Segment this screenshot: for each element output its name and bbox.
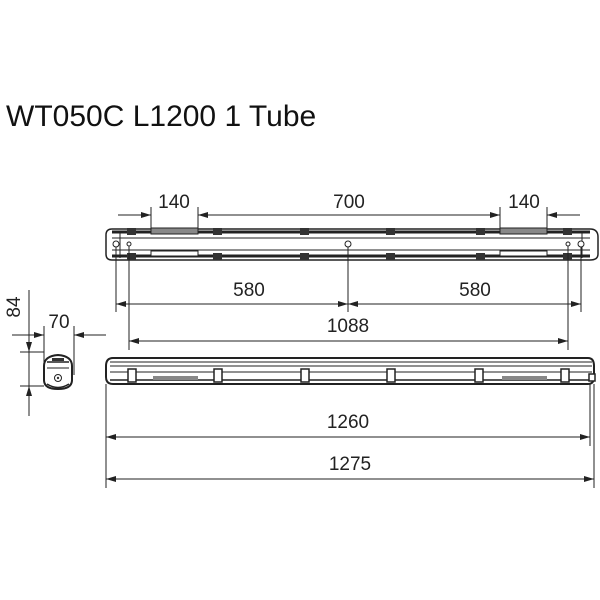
top-dimension-lines	[118, 207, 580, 228]
dim-700: 700	[333, 192, 365, 213]
dim-1275: 1275	[329, 454, 371, 475]
end-view-dimension-lines	[12, 290, 106, 416]
dim-580-right: 580	[459, 280, 491, 301]
top-view	[105, 227, 599, 261]
dim-140-left: 140	[158, 192, 190, 213]
dim-70: 70	[48, 312, 69, 333]
dim-140-right: 140	[508, 192, 540, 213]
end-view	[43, 353, 73, 391]
dim-84: 84	[4, 296, 25, 318]
dim-1088: 1088	[327, 316, 369, 337]
dim-1260: 1260	[327, 412, 369, 433]
mounting-dimension-lines	[115, 246, 582, 350]
product-title: WT050C L1200 1 Tube	[6, 100, 317, 133]
dim-580-left: 580	[233, 280, 265, 301]
side-dimension-lines	[105, 384, 595, 488]
side-clips	[127, 368, 570, 383]
side-view	[105, 357, 596, 385]
